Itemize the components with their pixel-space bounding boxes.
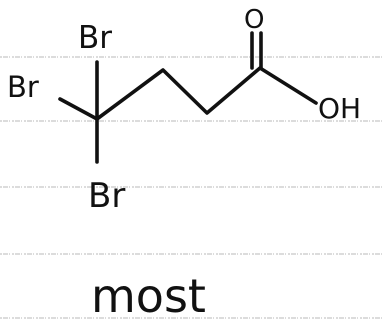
structure-bonds: [58, 31, 318, 164]
atom-oxygen: O: [244, 5, 264, 35]
bond-c-br-left: [58, 97, 99, 121]
note-word: most: [91, 269, 206, 321]
atom-br-top: Br: [78, 20, 112, 56]
carbon-chain: [95, 66, 318, 121]
group-hydroxyl: OH: [318, 92, 361, 125]
atom-br-bottom: Br: [88, 176, 125, 216]
ruled-lines: [0, 56, 383, 319]
atom-br-left: Br: [7, 70, 39, 104]
